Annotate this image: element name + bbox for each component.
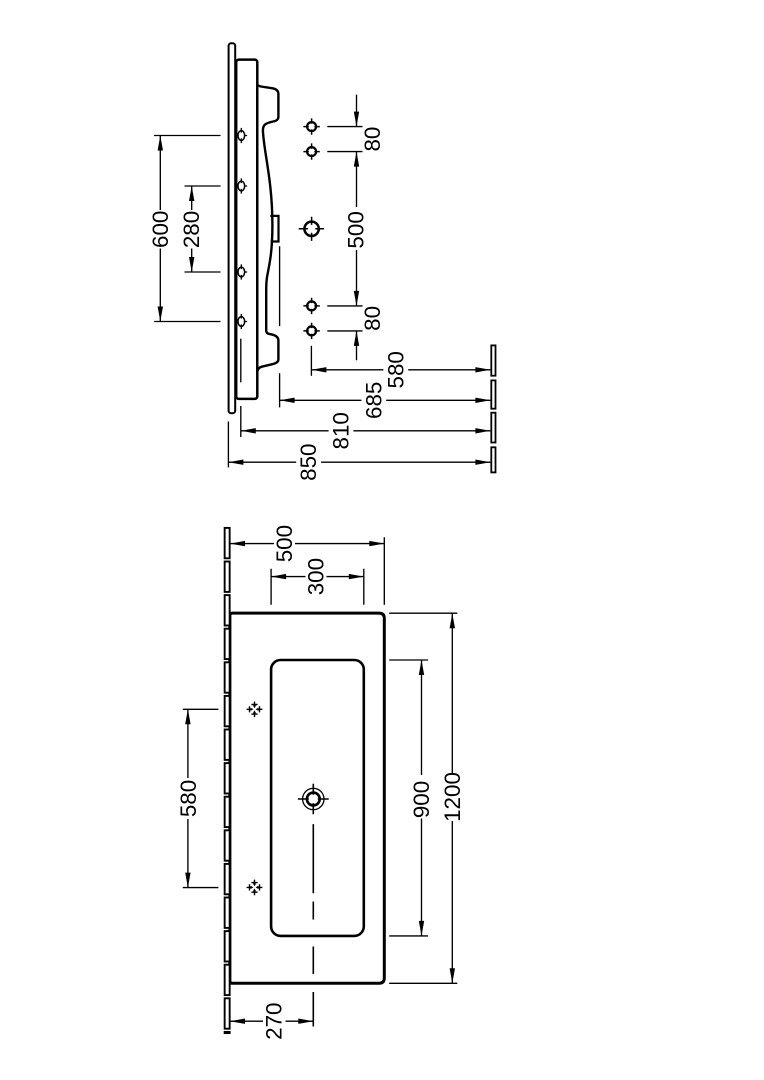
svg-text:900: 900 [409,781,434,818]
svg-text:280: 280 [179,211,204,248]
svg-text:500: 500 [344,211,369,248]
svg-text:300: 300 [303,558,328,595]
svg-text:810: 810 [329,412,354,449]
svg-text:80: 80 [360,306,385,331]
svg-text:270: 270 [262,1003,287,1040]
svg-text:850: 850 [296,444,321,481]
svg-text:685: 685 [361,382,386,419]
svg-text:80: 80 [360,127,385,152]
svg-text:600: 600 [148,211,173,248]
svg-text:500: 500 [272,525,297,562]
svg-text:580: 580 [383,351,408,388]
svg-text:1200: 1200 [440,772,465,822]
svg-text:580: 580 [176,780,201,817]
